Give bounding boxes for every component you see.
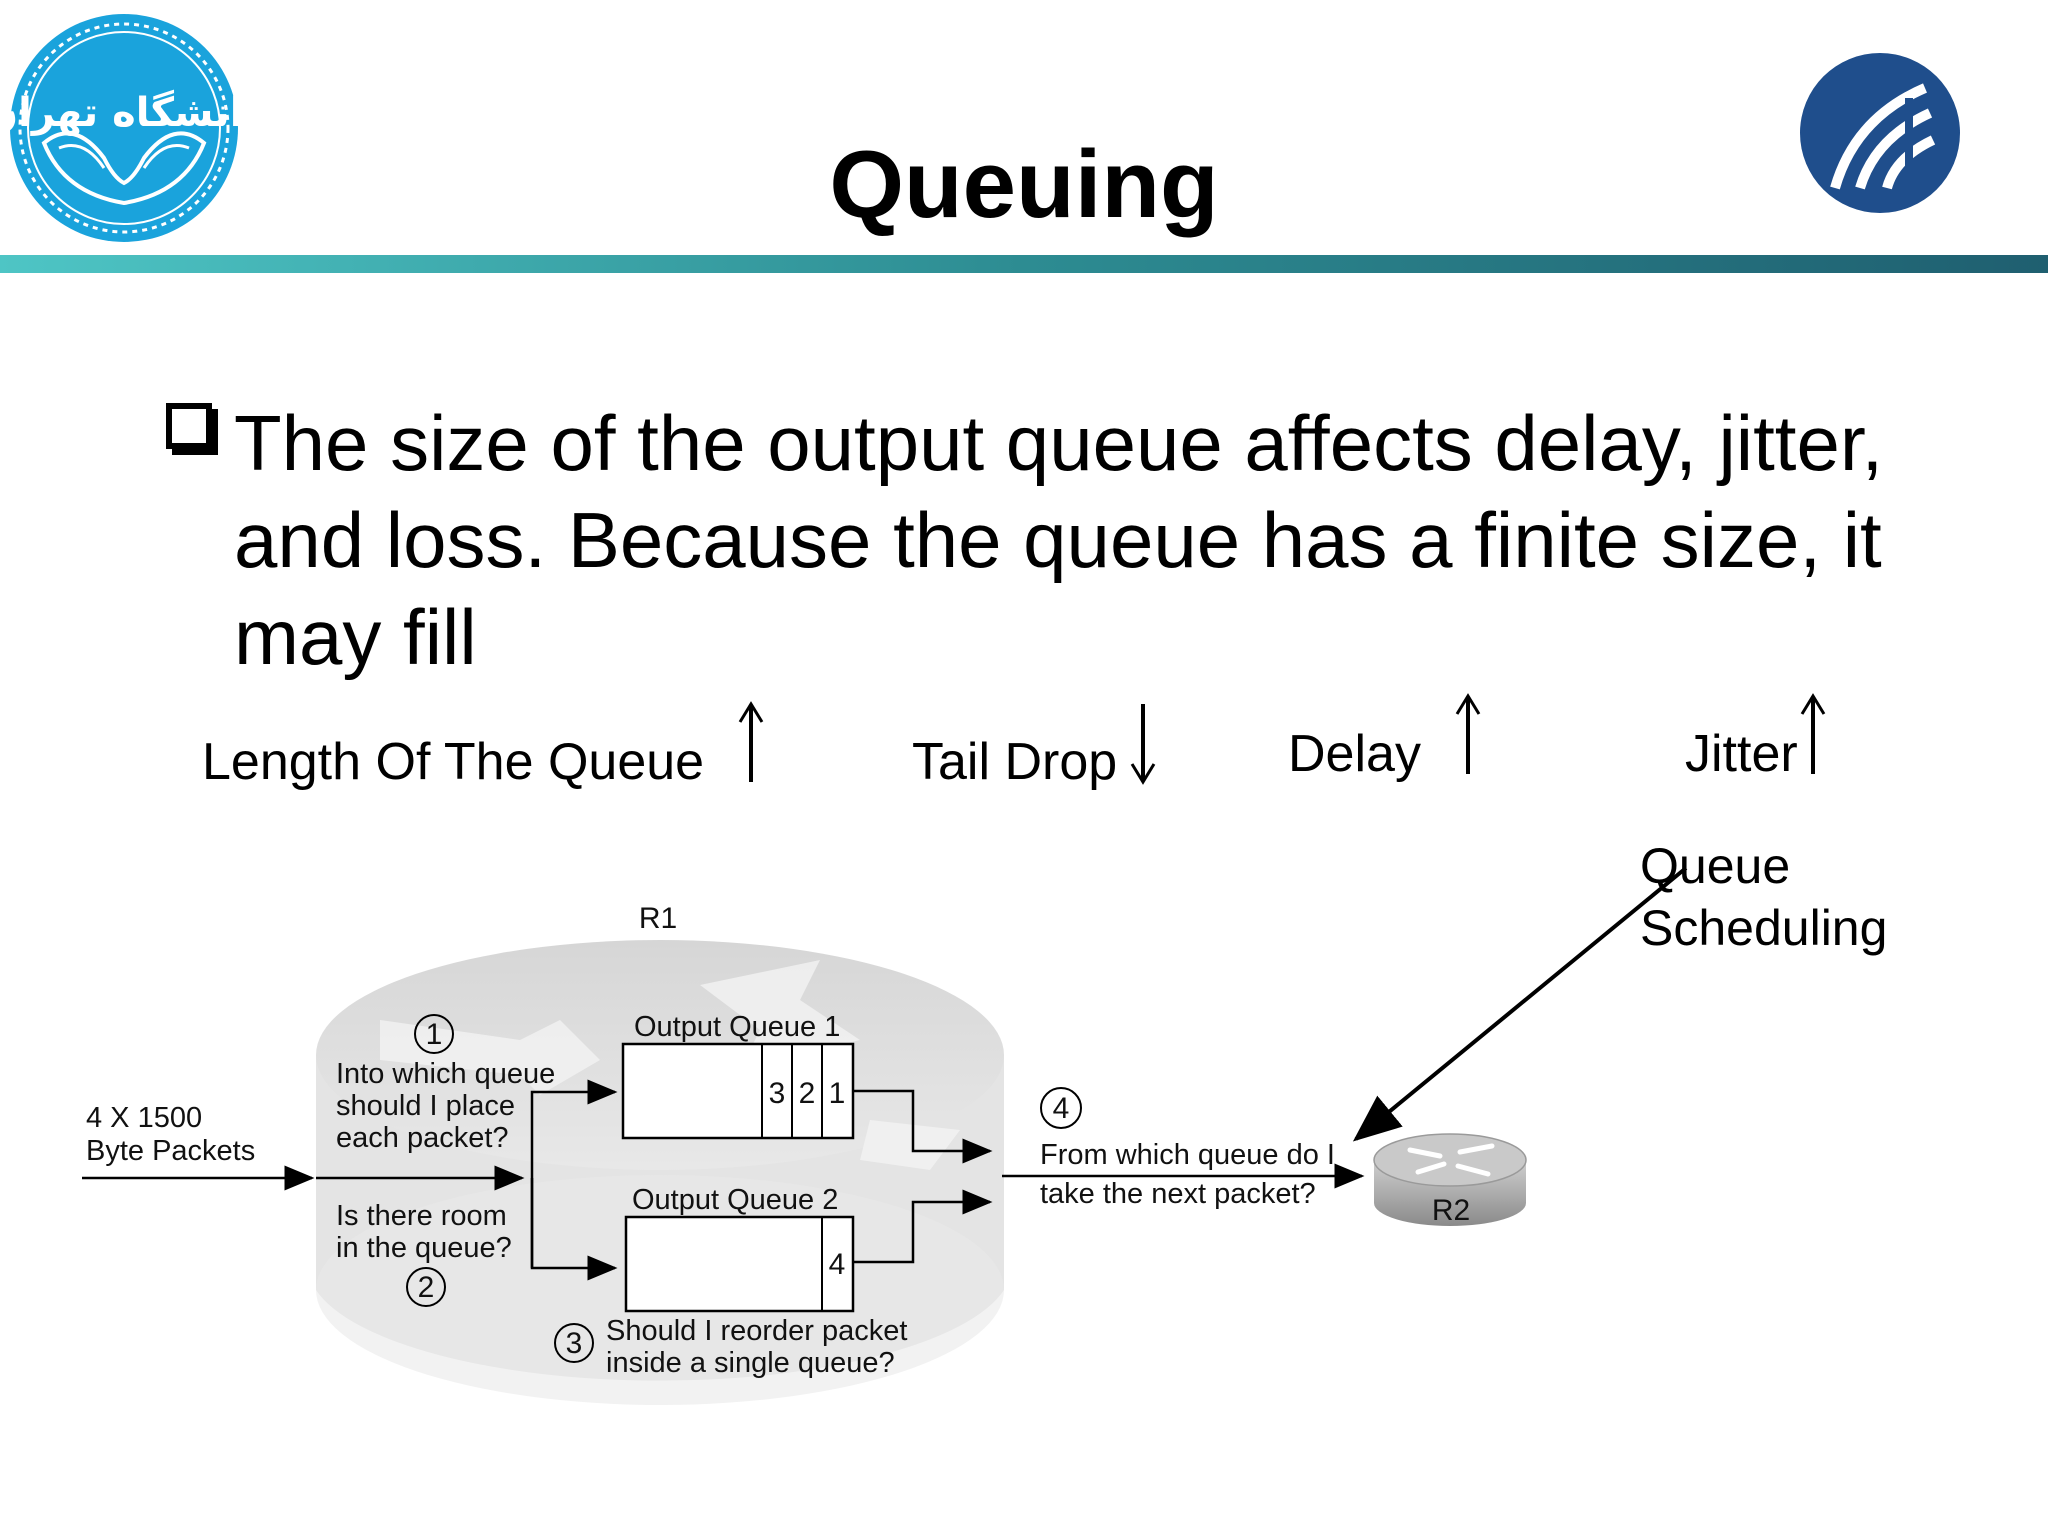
step1-number: 1 [426, 1018, 443, 1051]
institution-logo [1800, 53, 1960, 213]
university-seal-logo: دانشگاه تهران [4, 14, 244, 242]
title-divider-bar [0, 255, 2048, 273]
bullet-text: The size of the output queue affects del… [234, 399, 1884, 681]
output-queue-2 [624, 1215, 855, 1313]
router-r2 [1373, 1133, 1527, 1226]
queue-scheduling-pointer [1352, 866, 1688, 1142]
slide-title: Queuing [829, 131, 1219, 238]
effect-delay-label: Delay [1288, 725, 1421, 783]
step1-line2: should I place [336, 1090, 515, 1122]
step4-number: 4 [1053, 1092, 1070, 1125]
queue1-packet: 3 [769, 1077, 786, 1110]
bullet-box-icon [166, 403, 212, 449]
effect-jitter-label: Jitter [1685, 725, 1798, 783]
output-queue-1 [621, 1042, 855, 1140]
step4-badge [1040, 1087, 1082, 1129]
queue2-packet: 4 [829, 1248, 846, 1281]
queue1-packet: 2 [799, 1077, 816, 1110]
annotation-line2: Scheduling [1640, 900, 1888, 956]
to-queue2-arrow [530, 1178, 618, 1281]
step4-line2: take the next packet? [1040, 1178, 1316, 1210]
arrow-up-icon [738, 701, 764, 782]
step3-badge [554, 1323, 594, 1363]
step1-badge [414, 1014, 454, 1054]
step2-line1: Is there room [336, 1200, 507, 1232]
arrow-up-icon [1800, 693, 1826, 774]
queue2-output-arrow [853, 1189, 993, 1264]
seal-text: دانشگاه تهران [4, 89, 244, 136]
step3-line1: Should I reorder packet [606, 1315, 907, 1347]
router-r1-label: R1 [639, 902, 677, 935]
step1-line3: each packet? [336, 1122, 509, 1154]
arrow-up-icon [1455, 693, 1481, 774]
queue1-output-arrow [853, 1089, 993, 1164]
step3-number: 3 [566, 1327, 583, 1360]
router-r2-label: R2 [1432, 1194, 1470, 1227]
queue1-label: Output Queue 1 [634, 1011, 840, 1043]
queue1-packet: 1 [829, 1077, 846, 1110]
arrow-down-icon [1130, 704, 1156, 785]
step2-line2: in the queue? [336, 1232, 512, 1264]
step3-line2: inside a single queue? [606, 1347, 895, 1379]
step2-badge [406, 1267, 446, 1307]
queue2-label: Output Queue 2 [632, 1184, 838, 1216]
effect-length-label: Length Of The Queue [202, 733, 705, 791]
input-label-line2: Byte Packets [86, 1135, 255, 1167]
effect-taildrop-label: Tail Drop [912, 733, 1118, 791]
input-label-line1: 4 X 1500 [86, 1102, 202, 1134]
step2-number: 2 [418, 1271, 435, 1304]
step4-line1: From which queue do I [1040, 1139, 1335, 1171]
step1-line1: Into which queue [336, 1058, 555, 1090]
